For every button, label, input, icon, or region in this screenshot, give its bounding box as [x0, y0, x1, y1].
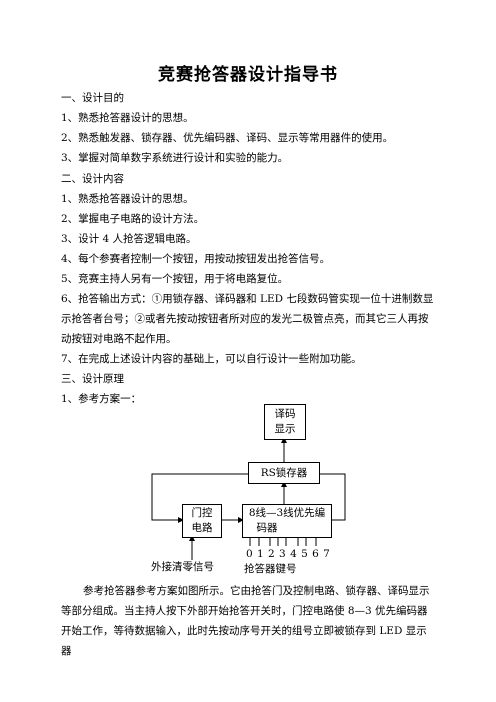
- section-heading-principle: 三、设计原理: [61, 373, 124, 385]
- list-item: 1、参考方案一：: [61, 393, 142, 405]
- list-item-output-mode: 6、抢答输出方式：①用锁存器、译码器和 LED 七段数码管实现一位十进制数显示抢…: [61, 293, 434, 345]
- list-item: 1、熟悉抢答器设计的思想。: [61, 112, 194, 124]
- list-item: 5、竞赛主持人另有一个按钮，用于将电路复位。: [61, 273, 289, 285]
- section-heading-purpose: 一、设计目的: [61, 92, 124, 104]
- reset-signal-label: 外接清零信号: [151, 561, 214, 573]
- list-item: 3、掌握对简单数字系统进行设计和实验的能力。: [61, 152, 289, 164]
- list-item: 7、在完成上述设计内容的基础上，可以自行设计一些附加功能。: [61, 353, 362, 365]
- encoder-label-line1: 8线—3线优先编: [248, 507, 326, 519]
- rs-latch-label: RS锁存器: [260, 467, 308, 479]
- list-item: 1、熟悉抢答器设计的思想。: [61, 193, 194, 205]
- decoder-label-line2: 显示: [274, 423, 296, 435]
- list-item: 2、熟悉触发器、锁存器、优先编码器、译码、显示等常用器件的使用。: [61, 132, 394, 144]
- list-item: 4、每个参赛者控制一个按钮，用按动按钮发出抢答信号。: [61, 253, 331, 265]
- encoder-input-numbers: 0 1 2 3 4 5 6 7: [246, 548, 331, 560]
- gate-control-block: [182, 504, 222, 538]
- decoder-label-line1: 译码: [274, 408, 296, 420]
- section-heading-content: 二、设计内容: [61, 173, 124, 185]
- encoder-label-line2: 码器: [256, 522, 278, 534]
- gate-label-line2: 电路: [191, 522, 213, 534]
- list-item: 2、掌握电子电路的设计方法。: [61, 213, 205, 225]
- decoder-display-block: [264, 404, 306, 440]
- keys-label: 抢答器键号: [244, 563, 297, 575]
- list-item: 3、设计 4 人抢答逻辑电路。: [61, 233, 197, 245]
- principle-paragraph: 参考抢答器参考方案如图所示。它由抢答门及控制电路、锁存器、译码显示等部分组成。当…: [61, 585, 430, 657]
- rs-latch-block: [248, 462, 320, 484]
- priority-encoder-block: [242, 504, 332, 538]
- gate-label-line1: 门控: [191, 507, 213, 519]
- doc-title: 竞赛抢答器设计指导书: [158, 65, 338, 85]
